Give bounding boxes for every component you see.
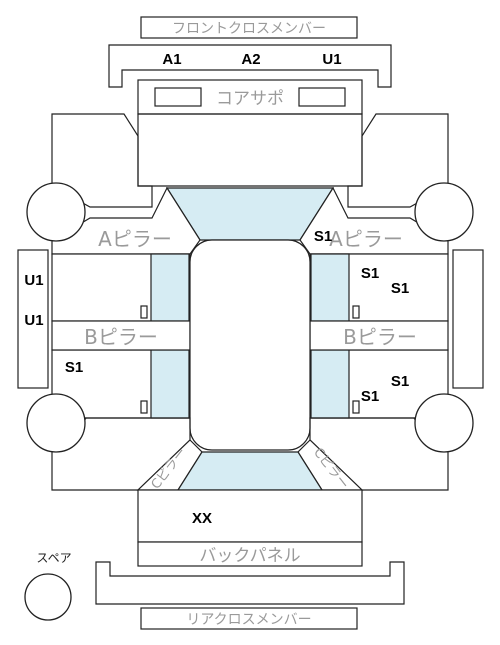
left-b-pillar[interactable] — [51, 320, 191, 351]
front-cross-member-box[interactable] — [140, 16, 358, 39]
trunk-code: XX — [192, 510, 212, 527]
front-code-u1: U1 — [322, 51, 341, 68]
rear-window[interactable] — [176, 451, 324, 491]
right-rear-window[interactable] — [310, 349, 350, 419]
right-rear-door-handle[interactable] — [352, 400, 360, 414]
rear-cross-member-label: リアクロスメンバー — [186, 612, 311, 628]
headlight-left[interactable] — [154, 87, 202, 107]
right-a-pillar-label: Aピラー — [329, 227, 403, 251]
spare-tire[interactable] — [24, 573, 72, 621]
left-a-pillar-label: Aピラー — [98, 227, 172, 251]
back-panel-label: バックパネル — [199, 546, 300, 566]
left-rear-door-handle[interactable] — [140, 400, 148, 414]
front-bumper-outline[interactable] — [108, 44, 392, 88]
right-front-door-code-1: S1 — [361, 265, 379, 282]
rear-cross-member-box[interactable] — [140, 607, 358, 630]
core-support-label: コアサポ — [216, 89, 284, 109]
left-side-mirror[interactable] — [17, 249, 49, 389]
left-b-pillar-label: Bピラー — [84, 325, 158, 349]
back-panel[interactable] — [137, 541, 363, 567]
left-side-code-1: U1 — [24, 272, 43, 289]
rear-right-wheel[interactable] — [414, 393, 474, 453]
right-front-window[interactable] — [310, 253, 350, 322]
right-rear-door-code-1: S1 — [391, 373, 409, 390]
front-code-a2: A2 — [241, 51, 260, 68]
right-b-pillar-label: Bピラー — [343, 325, 417, 349]
right-front-door-code-2: S1 — [391, 280, 409, 297]
left-rear-door-code: S1 — [65, 359, 83, 376]
front-left-wheel[interactable] — [26, 182, 86, 242]
front-right-wheel[interactable] — [414, 182, 474, 242]
rear-bumper-outline[interactable] — [95, 561, 405, 605]
left-rear-window[interactable] — [150, 349, 190, 419]
front-code-a1: A1 — [162, 51, 181, 68]
right-rear-door-code-2: S1 — [361, 388, 379, 405]
right-front-door-handle[interactable] — [352, 305, 360, 319]
headlight-right[interactable] — [298, 87, 346, 107]
right-side-mirror[interactable] — [452, 249, 484, 389]
front-cross-member-label: フロントクロスメンバー — [172, 21, 326, 37]
right-a-pillar-code: S1 — [314, 228, 332, 245]
spare-label: スペア — [36, 551, 71, 565]
left-side-code-2: U1 — [24, 312, 43, 329]
hood-panel[interactable] — [137, 113, 363, 187]
roof-panel[interactable] — [189, 239, 311, 451]
trunk-lid[interactable] — [137, 489, 363, 543]
left-front-door-handle[interactable] — [140, 305, 148, 319]
left-front-window[interactable] — [150, 253, 190, 322]
rear-left-wheel[interactable] — [26, 393, 86, 453]
